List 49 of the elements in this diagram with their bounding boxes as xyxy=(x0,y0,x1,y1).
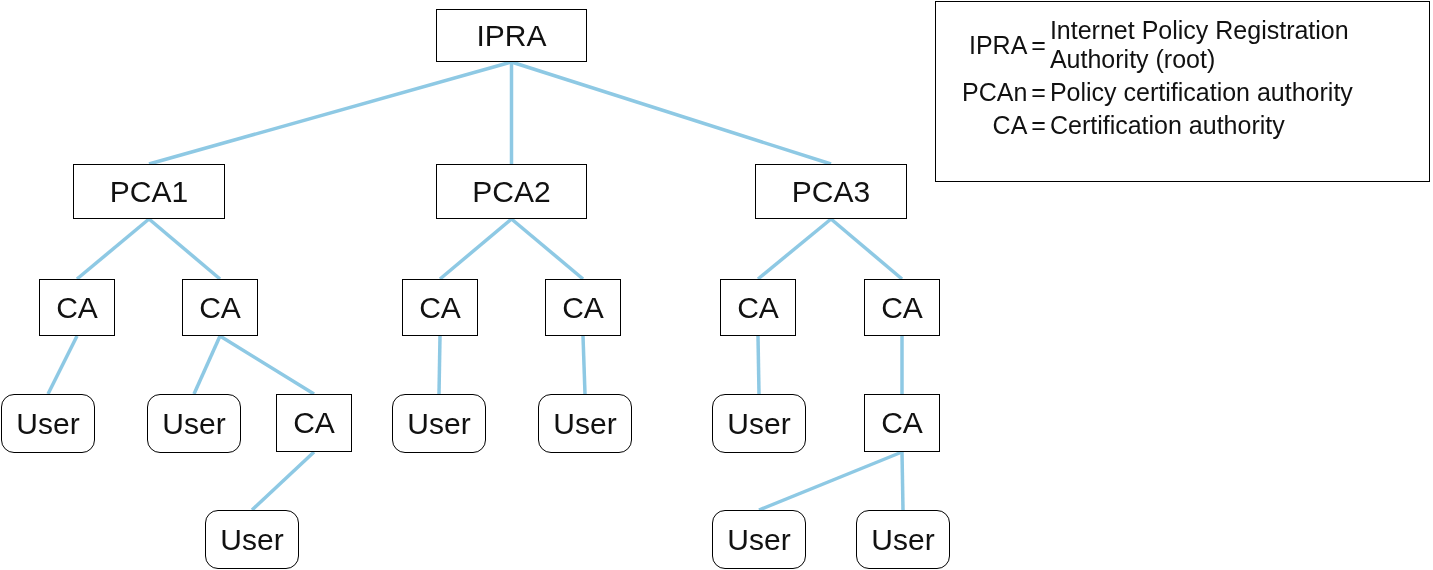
node-box: User xyxy=(147,394,241,453)
node-box: User xyxy=(856,510,950,569)
node-box: User xyxy=(712,394,806,453)
connector-line xyxy=(756,217,833,281)
connector-line xyxy=(219,334,315,396)
connector-line xyxy=(148,60,512,166)
legend-definition: Internet Policy Registration Authority (root) xyxy=(1049,16,1350,74)
legend-term: PCAn xyxy=(962,78,1028,107)
connector-line xyxy=(192,335,222,395)
node-box: CA xyxy=(864,394,940,452)
node-box: User xyxy=(205,510,299,569)
node-box: CA xyxy=(402,279,478,336)
connector-line xyxy=(756,335,761,395)
node-box: CA xyxy=(182,279,258,336)
connector-line xyxy=(758,450,903,512)
node-box: CA xyxy=(545,279,621,336)
connector-line xyxy=(581,335,587,395)
node-box: IPRA xyxy=(436,9,587,62)
node-box: CA xyxy=(720,279,796,336)
connector-line xyxy=(46,335,79,395)
connector-line xyxy=(509,62,514,164)
equals-sign: = xyxy=(1031,30,1046,60)
node-box: PCA1 xyxy=(73,164,225,219)
legend-term: IPRA xyxy=(967,30,1028,60)
node-box: CA xyxy=(864,279,940,336)
connector-line xyxy=(829,217,904,281)
connector-line xyxy=(250,450,316,512)
node-box: PCA2 xyxy=(436,164,587,219)
connector-line xyxy=(438,217,513,281)
connector-line xyxy=(437,335,442,395)
legend-term: CA xyxy=(991,111,1028,140)
connector-line xyxy=(510,217,585,281)
legend-definition: Policy certification authority xyxy=(1049,78,1354,107)
connector-line xyxy=(510,60,832,166)
node-box: CA xyxy=(39,279,115,336)
legend-definition: Certification authority xyxy=(1049,111,1286,140)
node-box: User xyxy=(712,510,806,569)
equals-sign: = xyxy=(1031,78,1046,107)
connector-line xyxy=(147,217,222,281)
connector-line xyxy=(900,451,905,511)
connector-line xyxy=(900,336,904,394)
equals-sign: = xyxy=(1031,111,1046,140)
node-box: PCA3 xyxy=(755,164,907,219)
legend-box xyxy=(935,1,1430,182)
node-box: CA xyxy=(276,394,352,452)
node-box: User xyxy=(1,394,95,453)
connector-line xyxy=(75,217,151,281)
node-box: User xyxy=(392,394,486,453)
node-box: User xyxy=(538,394,632,453)
